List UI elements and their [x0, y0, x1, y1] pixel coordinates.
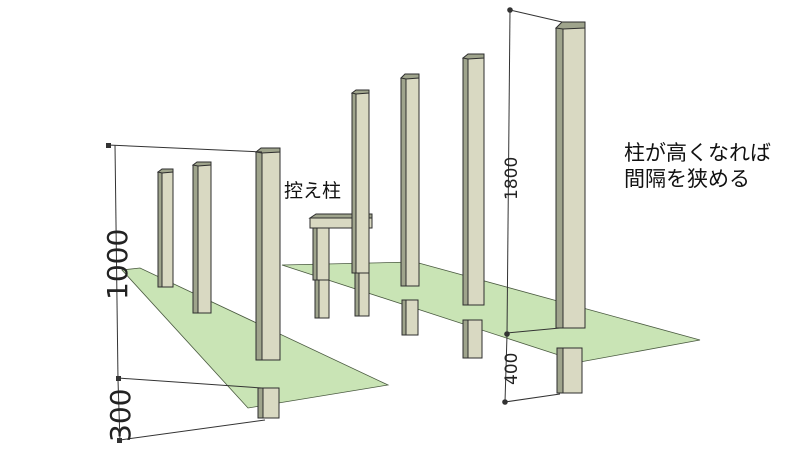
left-post-medium — [191, 161, 212, 314]
right-ground-plane — [281, 261, 701, 363]
brace-post-label: 控え柱 — [284, 180, 341, 202]
left-ground-plane — [121, 267, 390, 409]
left-post-small — [156, 168, 174, 288]
note-line-1: 柱が高くなれば — [624, 141, 771, 165]
left-post-tall — [254, 147, 281, 419]
right-post-2 — [399, 73, 420, 336]
right-dimension-lines — [502, 7, 563, 405]
right-post-1 — [350, 89, 370, 274]
note-line-2: 間隔を狭める — [624, 167, 750, 191]
left-dimension-lines — [106, 143, 266, 443]
right-post-4 — [554, 21, 586, 394]
left-depth-dimension: 300 — [104, 389, 137, 442]
left-height-dimension: 1000 — [101, 229, 134, 300]
right-depth-dimension: 400 — [502, 353, 522, 385]
right-post-3 — [461, 53, 485, 359]
right-height-dimension: 1800 — [502, 157, 522, 200]
